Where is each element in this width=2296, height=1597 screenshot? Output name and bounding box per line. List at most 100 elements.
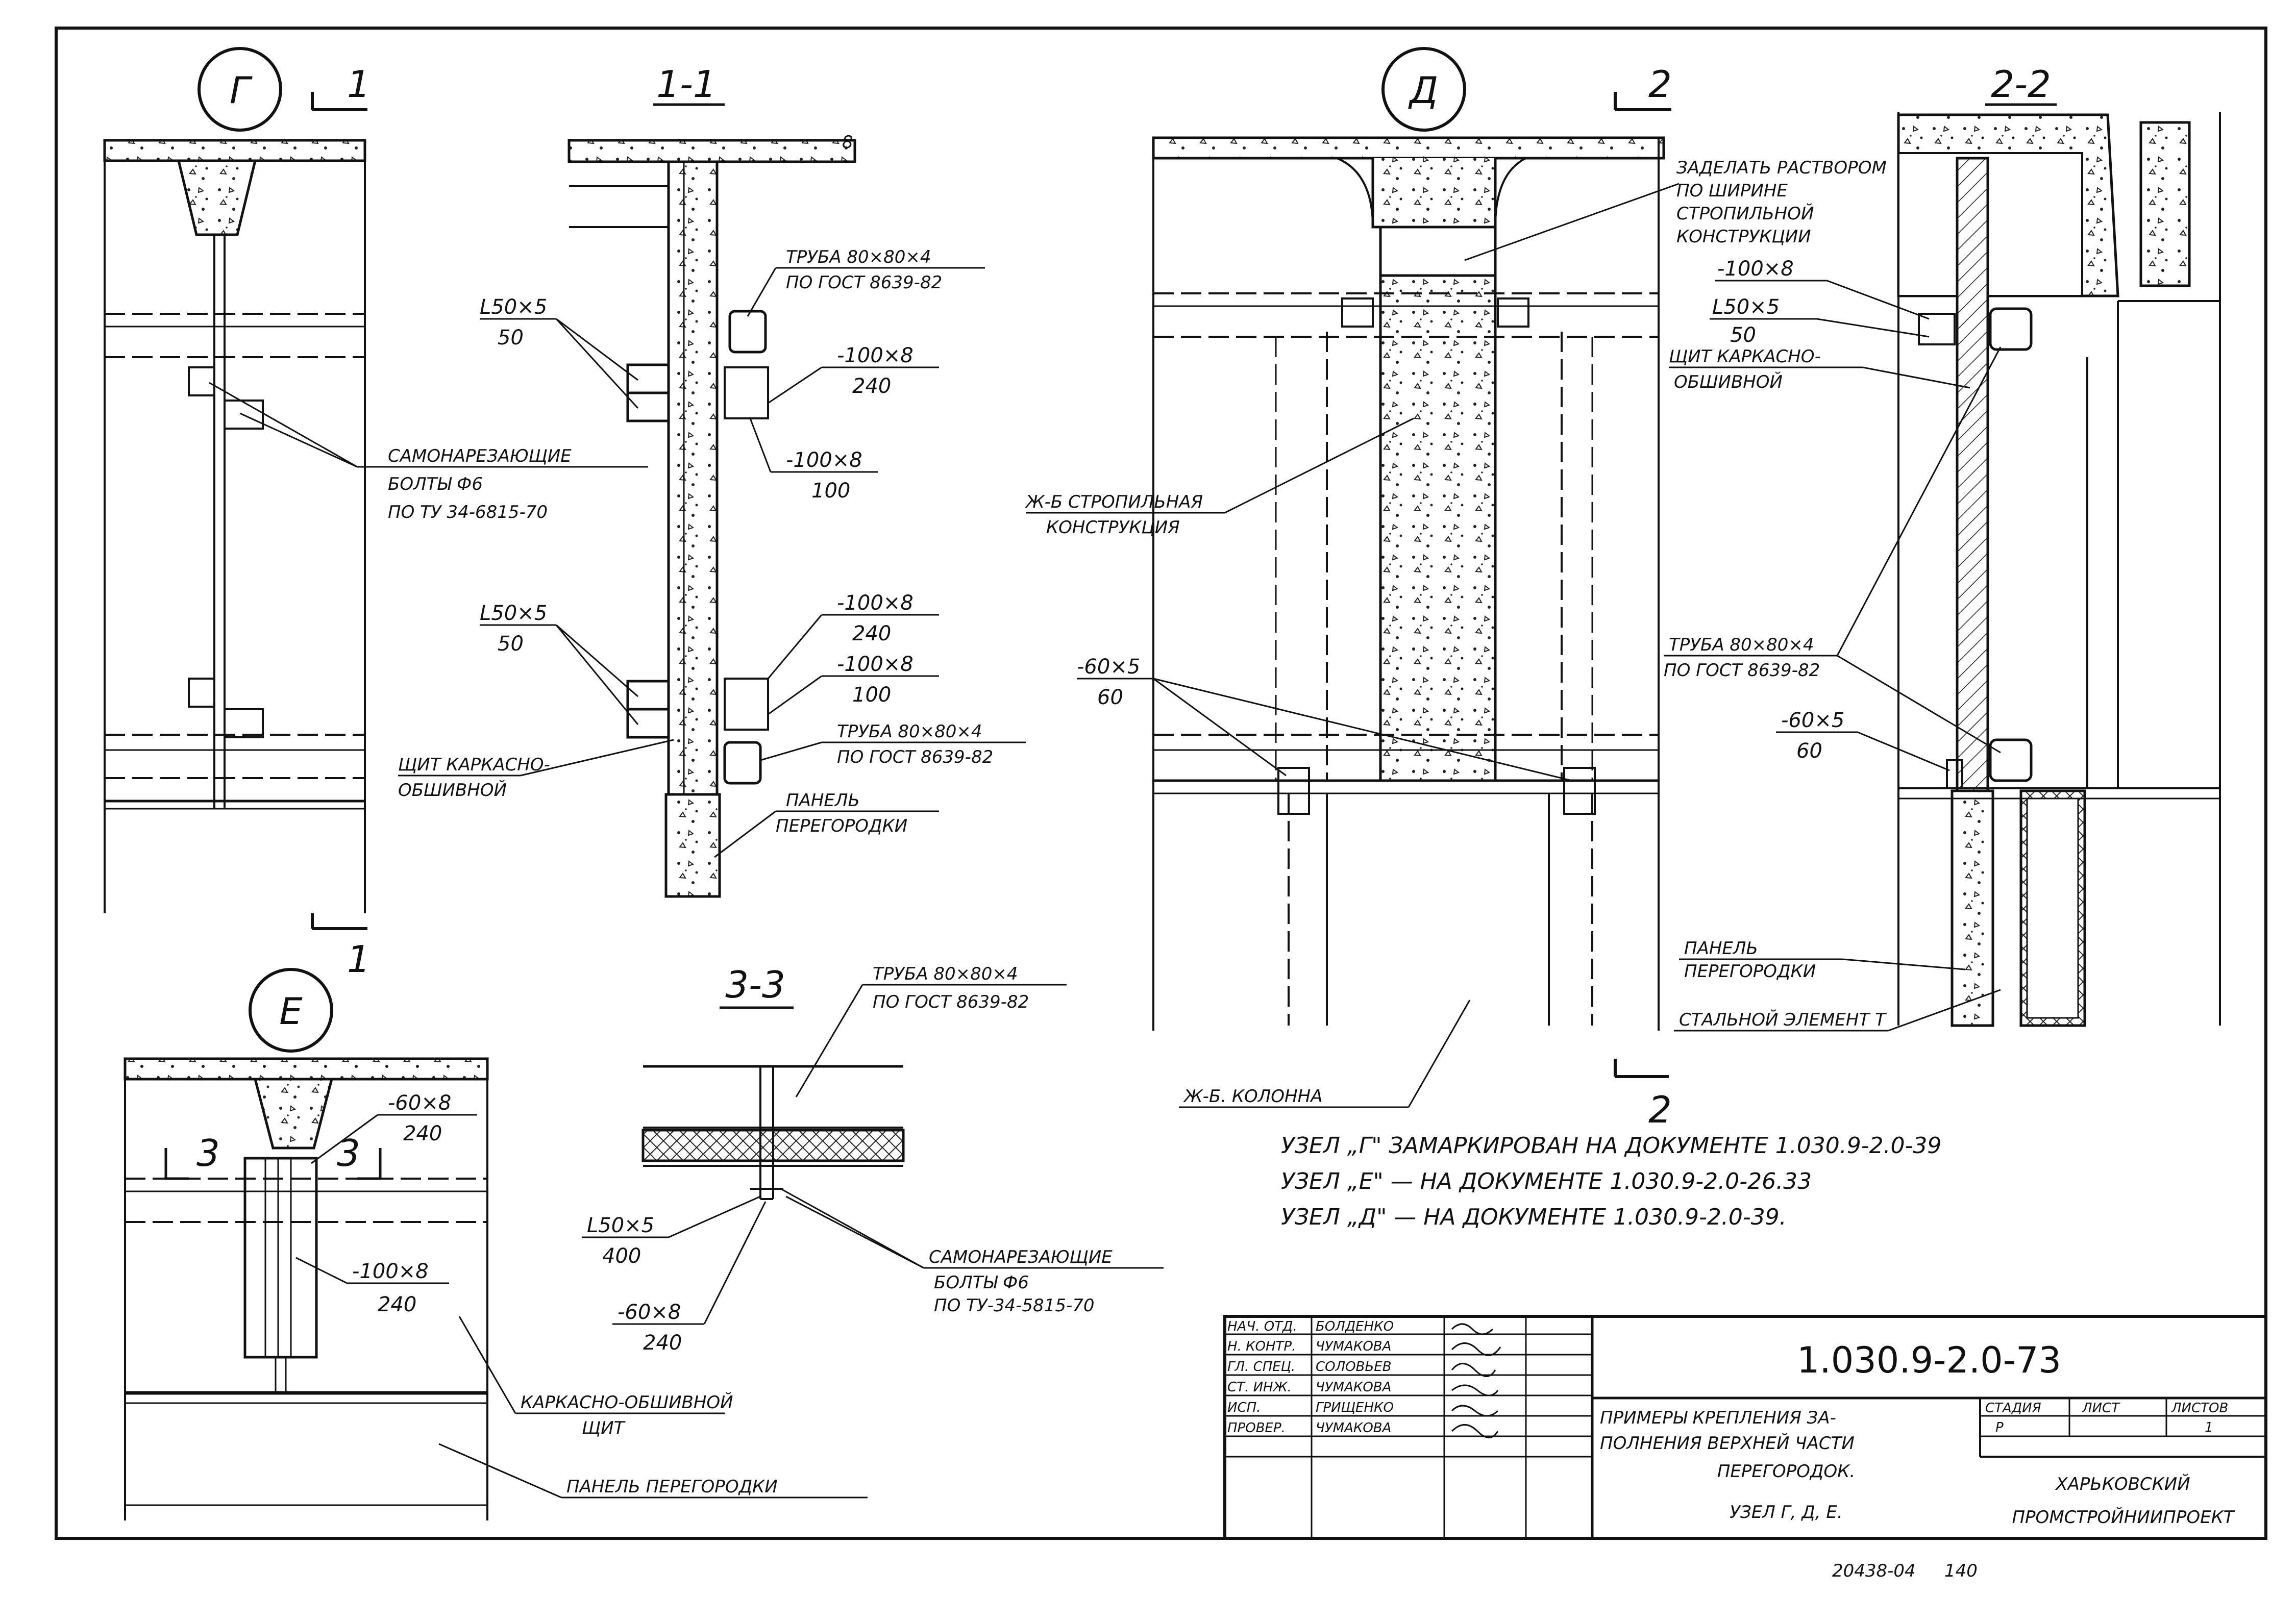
node-g-marker — [197, 47, 282, 132]
d-plate-2: 60 — [1097, 686, 1123, 709]
signature-name-4: ЧУМАКОВА — [1316, 1380, 1391, 1395]
signature-role-1: НАЧ. ОТД. — [1227, 1319, 1297, 1334]
d-seal-3: СТРОПИЛЬНОЙ — [1676, 203, 1814, 224]
sheets-label: ЛИСТОВ — [2171, 1401, 2228, 1416]
e-plate-top-2: 240 — [403, 1122, 442, 1145]
s11-pipe-bot-1: ТРУБА 80×80×4 — [837, 721, 982, 742]
section-1-1: 1-1 8 L50×5 50 ТРУБА 80×80×4 ПО ГОСТ 863… — [398, 63, 1026, 898]
signature-role-6: ПРОВЕР. — [1227, 1420, 1286, 1436]
section-1-1-title: 1-1 — [656, 63, 717, 106]
g-bolts-label-2: БОЛТЫ Ф6 — [388, 474, 483, 494]
signature-role-3: ГЛ. СПЕЦ. — [1227, 1359, 1295, 1375]
sheet-title-3: ПЕРЕГОРОДОК. — [1717, 1461, 1855, 1482]
s11-plate-top-240-2: 240 — [852, 375, 891, 398]
s33-plate-2: 240 — [643, 1331, 682, 1355]
node-d-marker — [1381, 47, 1466, 132]
sheet-label: ЛИСТ — [2082, 1401, 2120, 1416]
s11-angle-bot-1: L50×5 — [480, 602, 547, 625]
node-g-cut-top: 1 — [347, 63, 371, 106]
e-shield-2: ЩИТ — [582, 1418, 626, 1438]
s11-pipe-bot-2: ПО ГОСТ 8639-82 — [837, 747, 993, 767]
d-plate-1: -60×5 — [1077, 655, 1140, 679]
s11-plate-bot-100-1: -100×8 — [837, 653, 914, 676]
org-name-1: ХАРЬКОВСКИЙ — [2055, 1474, 2190, 1494]
signature-name-1: БОЛДЕНКО — [1316, 1319, 1394, 1334]
s11-panel-1: ПАНЕЛЬ — [786, 790, 860, 811]
s33-angle-1: L50×5 — [587, 1214, 654, 1237]
node-d-cut-bottom: 2 — [1648, 1088, 1672, 1131]
sheet-title-2: ПОЛНЕНИЯ ВЕРХНЕЙ ЧАСТИ — [1600, 1433, 1855, 1454]
section-2-2: 2-2 -100×8 L50×5 50 ЩИТ КАРКАСНО- ОБШИВН… — [1664, 63, 2221, 1032]
s33-angle-2: 400 — [602, 1244, 641, 1268]
signature-scribble-4 — [1451, 1384, 1499, 1396]
s22-panel-1: ПАНЕЛЬ — [1684, 938, 1758, 959]
node-e-cut-left: 3 — [196, 1132, 220, 1175]
s11-plate-bot-240-2: 240 — [852, 622, 891, 645]
signature-name-5: ГРИЩЕНКО — [1316, 1400, 1394, 1415]
s11-pipe-2: ПО ГОСТ 8639-82 — [786, 272, 942, 293]
sheet-frame — [55, 27, 2267, 1540]
s11-plate-top-100-2: 100 — [811, 479, 850, 503]
page-number: 140 — [1944, 1561, 1978, 1581]
d-truss-2: КОНСТРУКЦИЯ — [1046, 517, 1180, 538]
s22-angle-1: L50×5 — [1712, 295, 1780, 319]
s22-plate-bot-1: -60×5 — [1781, 709, 1844, 732]
signature-scribble-1 — [1451, 1323, 1494, 1335]
signature-name-3: СОЛОВЬЕВ — [1316, 1359, 1392, 1375]
s33-plate-1: -60×8 — [618, 1301, 681, 1324]
note-3: УЗЕЛ „Д" — НА ДОКУМЕНТЕ 1.030.9-2.0-39. — [1281, 1204, 1787, 1230]
node-e-letter: Е — [279, 990, 303, 1033]
section-2-2-title: 2-2 — [1991, 63, 2051, 106]
signature-name-2: ЧУМАКОВА — [1316, 1339, 1391, 1354]
e-panel-label: ПАНЕЛЬ ПЕРЕГОРОДКИ — [566, 1477, 778, 1497]
node-d-cut-top: 2 — [1648, 63, 1672, 106]
signature-scribble-6 — [1451, 1424, 1499, 1438]
s33-bolts-1: САМОНАРЕЗАЮЩИЕ — [929, 1247, 1113, 1267]
e-plate-mid-2: 240 — [378, 1293, 416, 1316]
e-plate-top-1: -60×8 — [388, 1091, 451, 1115]
signature-role-5: ИСП. — [1227, 1400, 1261, 1415]
d-truss-1: Ж-Б СТРОПИЛЬНАЯ — [1025, 492, 1203, 512]
doc-code: 1.030.9-2.0-73 — [1797, 1339, 2061, 1381]
node-e-marker — [249, 968, 333, 1053]
stage-label: СТАДИЯ — [1985, 1401, 2041, 1416]
sheet-title-1: ПРИМЕРЫ КРЕПЛЕНИЯ ЗА- — [1600, 1408, 1836, 1428]
section-3-3-title: 3-3 — [725, 963, 785, 1006]
s11-shield-1: ЩИТ КАРКАСНО- — [398, 755, 550, 775]
node-e-cut-right: 3 — [337, 1132, 360, 1175]
s11-plate-top-240-1: -100×8 — [837, 344, 914, 367]
signature-name-6: ЧУМАКОВА — [1316, 1420, 1391, 1436]
org-name-2: ПРОМСТРОЙНИИПРОЕКТ — [2012, 1507, 2235, 1528]
e-plate-mid-1: -100×8 — [352, 1260, 429, 1283]
s33-bolts-3: ПО ТУ-34-5815-70 — [934, 1295, 1094, 1316]
g-bolts-label-3: ПО ТУ 34-6815-70 — [388, 502, 548, 522]
s22-panel-2: ПЕРЕГОРОДКИ — [1684, 961, 1816, 982]
note-1: УЗЕЛ „Г" ЗАМАРКИРОВАН НА ДОКУМЕНТЕ 1.030… — [1281, 1133, 1941, 1159]
signature-scribble-2 — [1451, 1342, 1501, 1356]
d-seal-2: ПО ШИРИНЕ — [1676, 181, 1788, 201]
inventory-number: 20438-04 — [1832, 1561, 1916, 1581]
s11-shield-2: ОБШИВНОЙ — [398, 780, 507, 801]
s11-plate-bot-240-1: -100×8 — [837, 591, 914, 615]
node-d-letter: Д — [1408, 69, 1438, 112]
d-seal-4: КОНСТРУКЦИИ — [1676, 227, 1811, 247]
note-2: УЗЕЛ „Е" — НА ДОКУМЕНТЕ 1.030.9-2.0-26.3… — [1281, 1168, 1812, 1194]
s33-pipe-1: ТРУБА 80×80×4 — [873, 964, 1018, 984]
title-block: НАЧ. ОТД. БОЛДЕНКО Н. КОНТР. ЧУМАКОВА ГЛ… — [1223, 1315, 2267, 1540]
s33-pipe-2: ПО ГОСТ 8639-82 — [873, 992, 1029, 1012]
node-g-cut-bottom: 1 — [347, 938, 371, 981]
e-shield-1: КАРКАСНО-ОБШИВНОЙ — [521, 1392, 733, 1413]
s22-pipe-2: ПО ГОСТ 8639-82 — [1664, 660, 1820, 681]
node-e-view: Е 3 3 -60×8 240 -100×8 240 КАРКАСНО-ОБШИ… — [124, 968, 868, 1520]
signature-role-4: СТ. ИНЖ. — [1227, 1380, 1292, 1395]
s11-plate-bot-100-2: 100 — [852, 683, 891, 707]
s11-pipe-1: ТРУБА 80×80×4 — [786, 247, 931, 267]
sheets-value: 1 — [2205, 1420, 2213, 1435]
s22-angle-2: 50 — [1730, 323, 1756, 347]
s11-panel-2: ПЕРЕГОРОДКИ — [776, 816, 907, 836]
s11-plate-top-100-1: -100×8 — [786, 448, 862, 472]
sheet-title-4: УЗЕЛ Г, Д, Е. — [1730, 1502, 1842, 1523]
signature-scribble-3 — [1451, 1363, 1496, 1377]
g-bolts-label-1: САМОНАРЕЗАЮЩИЕ — [388, 446, 572, 466]
